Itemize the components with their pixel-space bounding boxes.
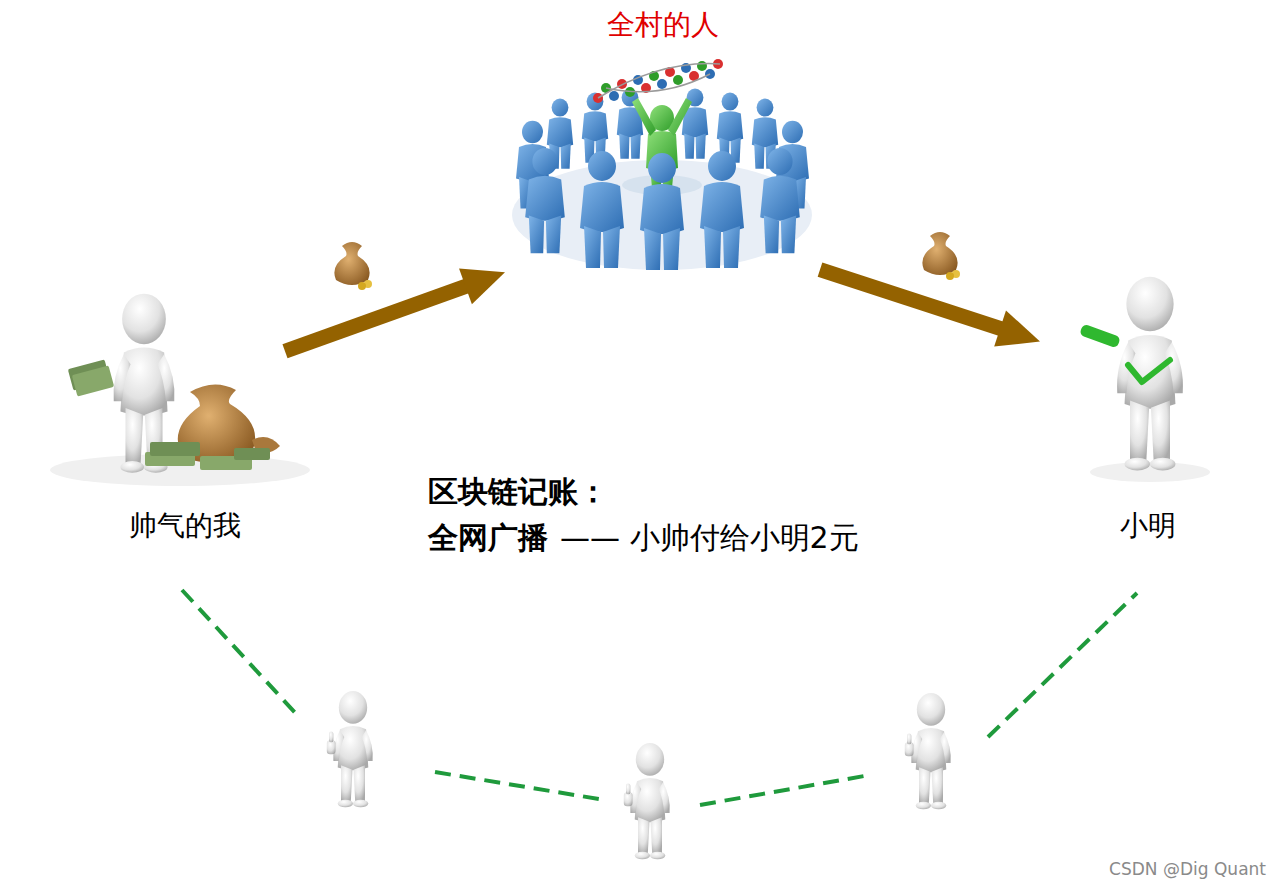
broadcast-note: 全网广播 xyxy=(428,518,548,559)
receiver-figure xyxy=(1079,277,1210,482)
rich-figure xyxy=(50,294,310,486)
rich-figure xyxy=(72,365,114,396)
transfer-note: —— 小帅付给小明2元 xyxy=(560,518,859,559)
dashed-link xyxy=(182,590,300,718)
crowd-picture xyxy=(525,148,565,253)
receiver-figure xyxy=(1117,277,1183,471)
receiver-figure xyxy=(1090,462,1210,482)
money-bag xyxy=(946,272,954,280)
dna-balls xyxy=(657,79,667,89)
rich-figure xyxy=(234,448,270,460)
money-bag xyxy=(922,232,960,280)
money-bag xyxy=(358,282,366,290)
node-label: 小明 xyxy=(1114,506,1182,545)
arrow-shaft xyxy=(285,282,477,351)
crowd-picture xyxy=(512,59,812,270)
arrow-head xyxy=(459,269,505,305)
dashed-link xyxy=(988,593,1137,737)
dna-balls xyxy=(673,75,683,85)
receiver-figure xyxy=(1128,360,1170,382)
dashed-link xyxy=(700,775,870,805)
dna-balls xyxy=(609,91,619,101)
crowd-picture xyxy=(760,148,800,253)
dashed-link xyxy=(435,772,605,800)
peer-figure xyxy=(905,693,951,809)
crowd-picture xyxy=(700,151,744,268)
dna-balls xyxy=(593,59,723,103)
peer-figure xyxy=(624,743,670,859)
money-bag xyxy=(334,242,369,285)
crowd-node: 全村的人 xyxy=(505,5,820,275)
arrow-head xyxy=(994,310,1040,346)
watermark: CSDN @Dig Quant xyxy=(1109,859,1266,879)
heading-note: 区块链记账： xyxy=(428,472,608,513)
dashed-link xyxy=(182,590,1137,805)
transfer-arrow xyxy=(820,270,1040,347)
peer-figure xyxy=(327,691,951,859)
leader-figure xyxy=(668,98,692,136)
dna-balls xyxy=(606,74,710,92)
transfer-arrow xyxy=(285,269,505,352)
dna-balls xyxy=(598,64,720,98)
person-node: 小明 xyxy=(1040,270,1255,545)
person-node: 帅气的我 xyxy=(85,290,285,545)
peer-figure xyxy=(327,691,373,807)
money-bag xyxy=(334,242,372,290)
node-label: 全村的人 xyxy=(601,5,725,44)
crowd-picture xyxy=(640,153,684,270)
receiver-figure xyxy=(1079,324,1121,349)
crowd-picture xyxy=(617,89,643,159)
arrow-shaft xyxy=(820,270,1011,333)
dna-balls xyxy=(697,61,707,71)
rich-figure xyxy=(150,442,200,456)
node-label: 帅气的我 xyxy=(123,506,247,545)
leader-figure xyxy=(632,98,656,136)
money-bag xyxy=(922,232,957,275)
crowd-picture xyxy=(580,151,624,268)
